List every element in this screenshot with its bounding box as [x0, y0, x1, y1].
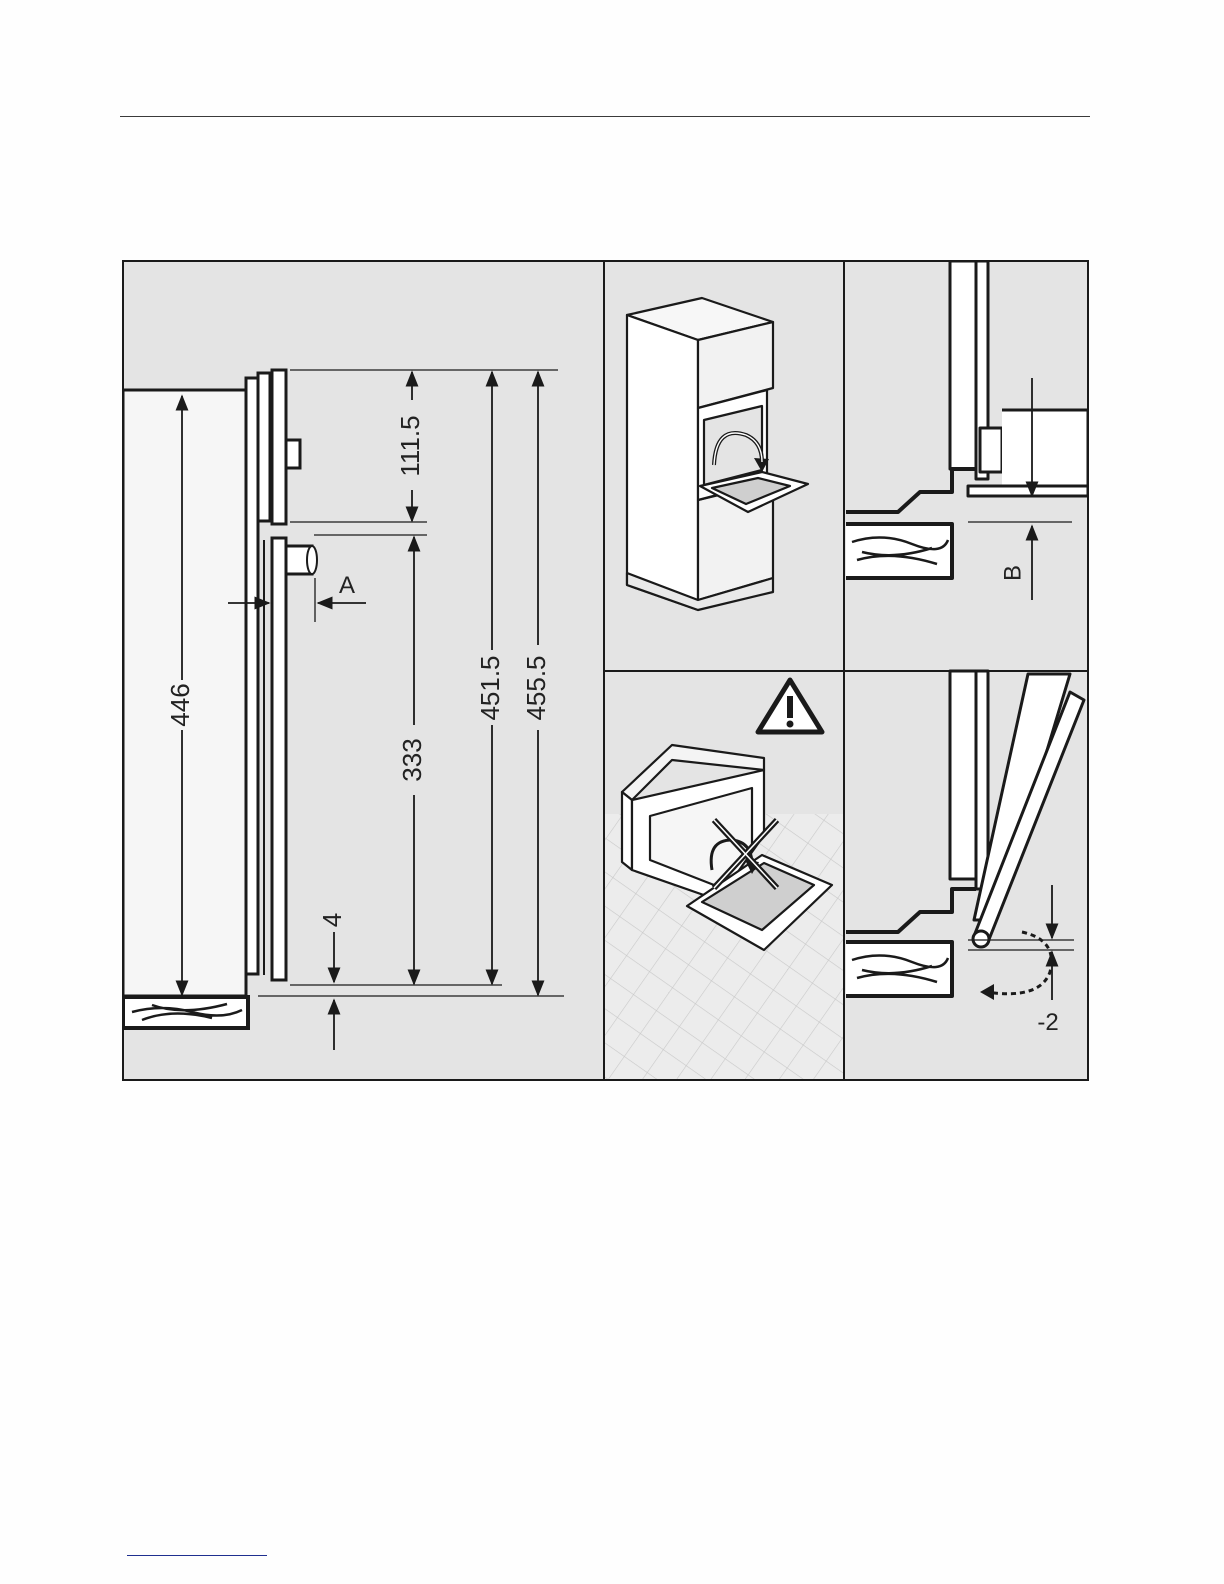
- dimension-455-5: 455.5: [521, 655, 551, 720]
- dimension-111-5: 111.5: [395, 415, 425, 476]
- dimension-451-5: 451.5: [475, 655, 505, 720]
- label-minus-2: -2: [1037, 1009, 1058, 1036]
- installation-diagram: 446 111.5 333 451.5 455.5 4 A: [122, 260, 1089, 1081]
- header-rule: [120, 116, 1090, 117]
- dimension-4: 4: [317, 913, 347, 927]
- dimension-333: 333: [397, 738, 427, 781]
- label-a: A: [339, 572, 355, 599]
- label-b: B: [999, 565, 1026, 581]
- footer-link-underline[interactable]: [127, 1555, 267, 1556]
- dimension-446: 446: [165, 683, 195, 726]
